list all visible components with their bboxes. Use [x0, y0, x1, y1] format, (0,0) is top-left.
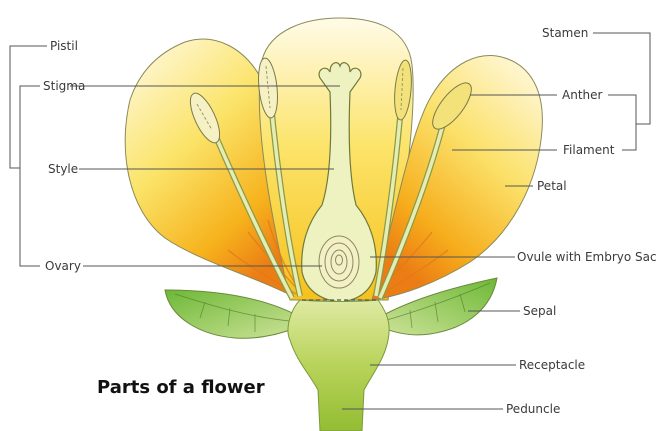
label-stigma: Stigma — [43, 79, 85, 93]
label-receptacle: Receptacle — [519, 358, 585, 372]
label-anther: Anther — [562, 88, 602, 102]
ovule-embryo-sac — [319, 236, 359, 288]
label-peduncle: Peduncle — [506, 402, 560, 416]
diagram-title: Parts of a flower — [97, 377, 265, 398]
label-style: Style — [48, 162, 78, 176]
label-pistil: Pistil — [50, 39, 78, 53]
label-ovule: Ovule with Embryo Sac — [517, 250, 657, 264]
label-stamen: Stamen — [542, 26, 588, 40]
label-filament: Filament — [563, 143, 614, 157]
label-petal: Petal — [537, 179, 567, 193]
label-sepal: Sepal — [523, 304, 556, 318]
label-ovary: Ovary — [45, 259, 81, 273]
